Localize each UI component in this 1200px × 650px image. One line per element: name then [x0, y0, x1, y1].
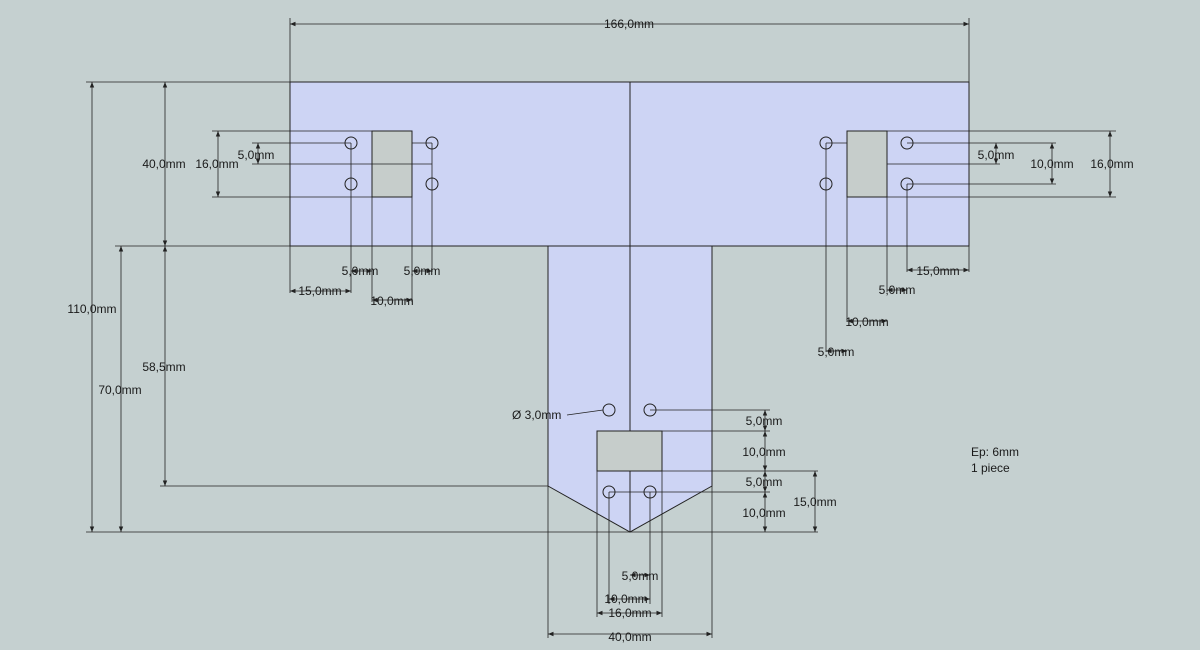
dim-stem-10b: 10,0mm — [742, 506, 785, 520]
dimension-lines — [89, 21, 1113, 637]
dim-right-hole-5a: 5,0mm — [879, 283, 916, 297]
dim-stem-5a: 5,0mm — [746, 414, 783, 428]
extension-lines — [86, 18, 1116, 638]
dim-stem-width: 40,0mm — [608, 630, 651, 644]
dim-right-slot-step: 5,0mm — [978, 148, 1015, 162]
dim-arm-height: 40,0mm — [142, 157, 185, 171]
dim-left-slot-span: 16,0mm — [195, 157, 238, 171]
dim-stem-15: 15,0mm — [793, 495, 836, 509]
hole — [602, 403, 616, 417]
dim-right-slot-span: 16,0mm — [1090, 157, 1133, 171]
dim-left-edge-offset: 15,0mm — [298, 284, 341, 298]
dim-right-slot-10: 10,0mm — [1030, 157, 1073, 171]
dim-overall-width: 166,0mm — [604, 17, 654, 31]
dim-stem-bottom-16: 16,0mm — [608, 606, 651, 620]
drawing-notes: Ep: 6mm 1 piece — [971, 445, 1019, 475]
dim-left-hole-5a: 5,0mm — [342, 264, 379, 278]
dim-overall-height: 110,0mm — [67, 302, 116, 316]
dim-stem-5b: 5,0mm — [746, 475, 783, 489]
stem-slot — [596, 430, 663, 472]
right-slot — [846, 130, 888, 198]
dim-stem-bottom-5: 5,0mm — [622, 569, 659, 583]
dim-left-slot-step: 5,0mm — [238, 148, 275, 162]
dim-height-58-5: 58,5mm — [142, 360, 185, 374]
dim-left-hole-5b: 5,0mm — [404, 264, 441, 278]
dim-right-edge-offset: 15,0mm — [916, 264, 959, 278]
note-thickness: Ep: 6mm — [971, 445, 1019, 459]
dimension-labels: 166,0mm 110,0mm 70,0mm 58,5mm 40,0mm 16,… — [67, 17, 1133, 644]
dim-stem-10a: 10,0mm — [742, 445, 785, 459]
dim-height-70: 70,0mm — [98, 383, 141, 397]
note-quantity: 1 piece — [971, 461, 1010, 475]
dim-left-slot-10: 10,0mm — [370, 294, 413, 308]
dim-right-slot-10b: 10,0mm — [845, 315, 888, 329]
dim-right-hole-5b: 5,0mm — [818, 345, 855, 359]
dim-stem-bottom-10: 10,0mm — [604, 592, 647, 606]
dim-hole-diameter: Ø 3,0mm — [512, 408, 561, 422]
